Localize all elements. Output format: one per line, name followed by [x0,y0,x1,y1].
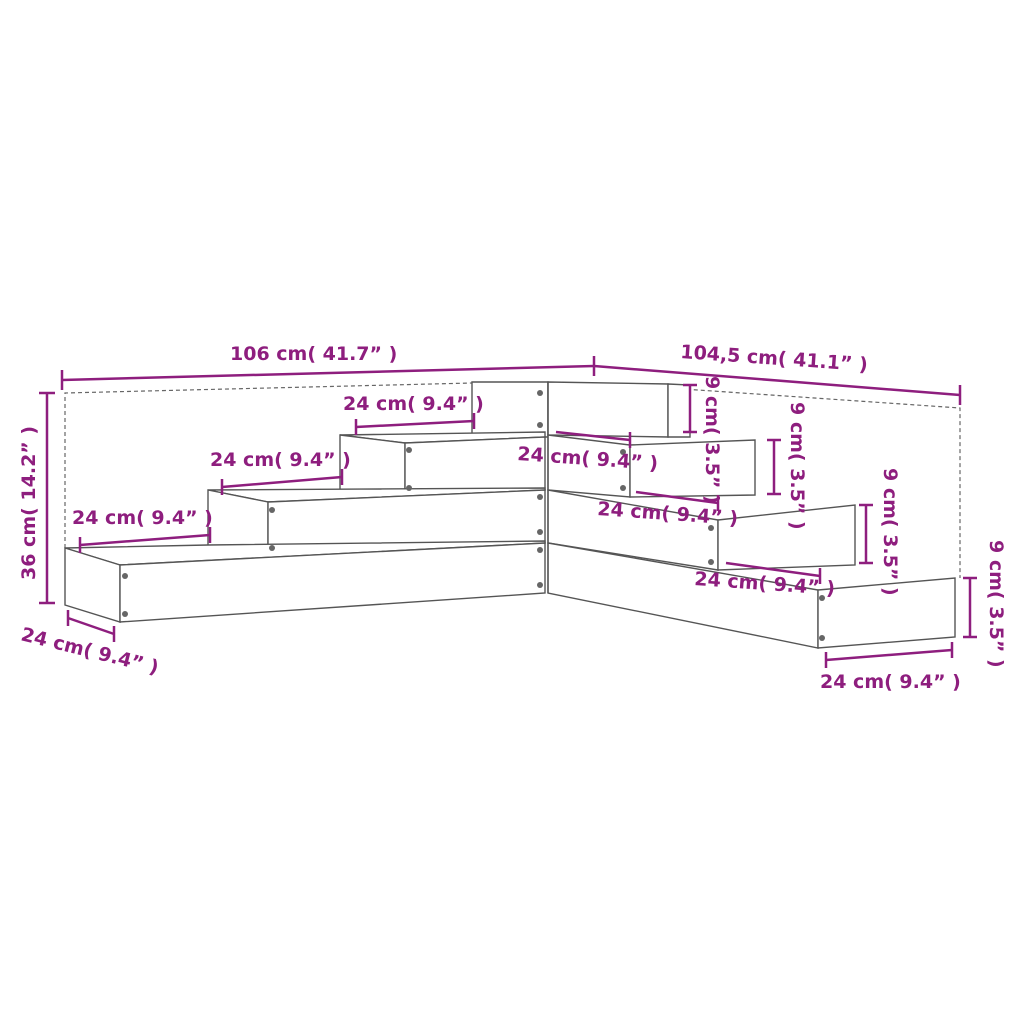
dimension-lines [39,356,977,668]
label-step-height-1: 9 cm( 3.5” ) [701,376,723,504]
planter-right-wing [547,381,956,649]
screws [122,390,825,641]
label-depth-front-right: 24 cm( 9.4” ) [820,671,961,693]
label-left-step-3: 24 cm( 9.4” ) [343,393,484,415]
label-depth-front-left: 24 cm( 9.4” ) [19,624,161,679]
label-step-height-2: 9 cm( 3.5” ) [786,402,808,530]
envelope-dashed-lines [64,382,961,578]
label-step-height-4: 9 cm( 3.5” ) [985,540,1007,668]
label-left-step-2: 24 cm( 9.4” ) [210,449,351,471]
planter-left-wing [64,381,549,623]
label-step-height-3: 9 cm( 3.5” ) [879,468,901,596]
label-total-height: 36 cm( 14.2” ) [18,426,40,580]
label-total-length-right: 104,5 cm( 41.1” ) [680,341,869,376]
label-left-step-1: 24 cm( 9.4” ) [72,507,213,529]
label-total-length-left: 106 cm( 41.7” ) [230,343,397,365]
